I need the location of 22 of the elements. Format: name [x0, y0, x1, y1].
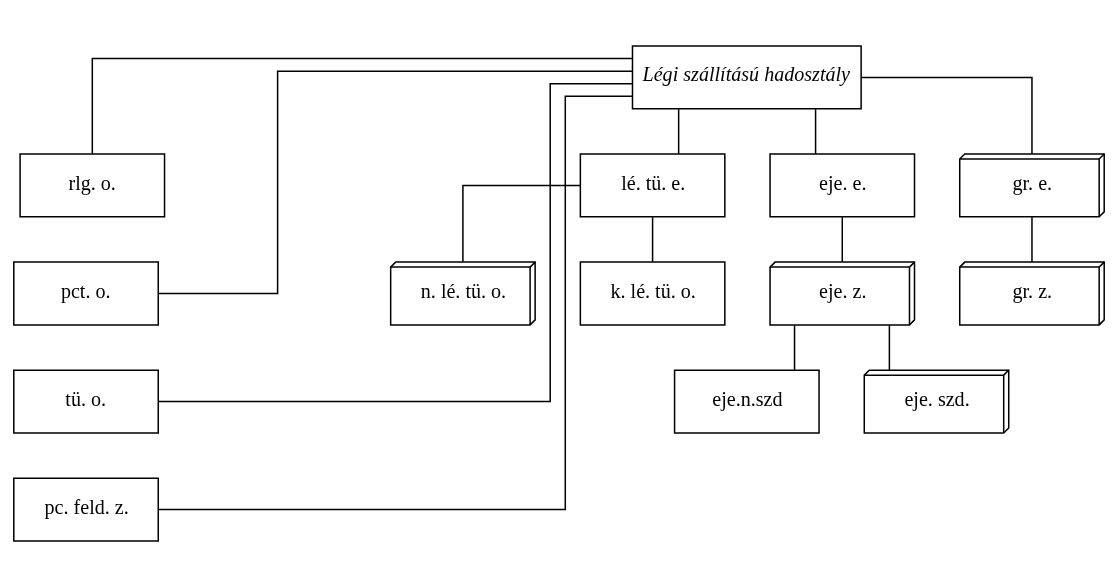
connector	[1031, 216, 1033, 263]
node-box: lé. tü. e.	[579, 153, 726, 218]
node-box: eje. e.	[769, 153, 916, 218]
node-box: k. lé. tü. o.	[579, 261, 726, 326]
connector	[157, 82, 634, 403]
node-box: eje.n.szd	[673, 369, 820, 434]
node-box: pc. feld. z.	[13, 477, 160, 542]
node-box: rlg. o.	[19, 153, 166, 218]
node-box: tü. o.	[13, 369, 160, 434]
connector	[157, 95, 634, 511]
connector	[157, 70, 633, 295]
connector	[860, 76, 1033, 155]
node-box: pct. o.	[13, 261, 160, 326]
connector	[462, 184, 582, 263]
connector	[677, 108, 680, 155]
connector	[888, 324, 891, 371]
connector	[814, 108, 817, 155]
connector	[91, 57, 634, 155]
connector	[651, 216, 654, 263]
connector	[793, 324, 796, 371]
node-box: Légi szállítású hadosztály	[631, 45, 862, 110]
connector	[841, 216, 844, 263]
